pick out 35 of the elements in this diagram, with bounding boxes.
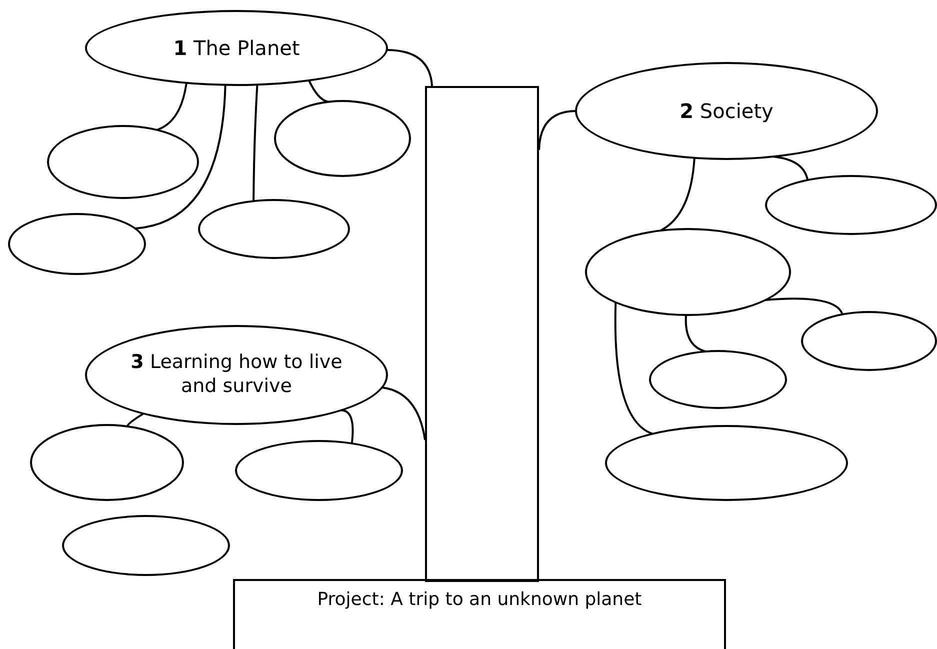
blank-ellipse [47,125,199,199]
trunk-rectangle [425,86,539,582]
connector-line [773,156,809,180]
connector-line [538,110,576,150]
connector-line [614,302,653,435]
topic-label: Project: A trip to an unknown planet [317,589,642,612]
topic-label: 2 Society [680,98,774,124]
connector-line [126,412,144,427]
topic-ellipse [575,62,878,160]
connector-line [765,298,844,315]
topic-label: 1 The Planet [173,36,300,60]
blank-ellipse [801,311,937,371]
connector-line [386,48,433,86]
blank-ellipse [274,100,411,177]
blank-ellipse [765,175,937,235]
topic-ellipse [85,10,388,86]
blank-ellipse [235,440,403,501]
connector-line [684,314,706,352]
blank-ellipse [585,228,791,316]
connector-line [660,158,696,232]
blank-ellipse [62,515,230,576]
blank-ellipse [605,425,848,501]
connector-line [340,409,354,444]
blank-ellipse [649,350,787,409]
topic-ellipse [85,325,388,425]
title-box [233,579,726,649]
blank-ellipse [8,213,146,275]
blank-ellipse [198,199,350,259]
topic-label: 3 Learning how to live and survive [130,351,344,399]
blank-ellipse [30,424,184,501]
connector-line [308,80,329,103]
connector-line [156,82,188,131]
connector-line [382,386,426,440]
connector-line [135,84,226,230]
connector-line [252,84,258,202]
